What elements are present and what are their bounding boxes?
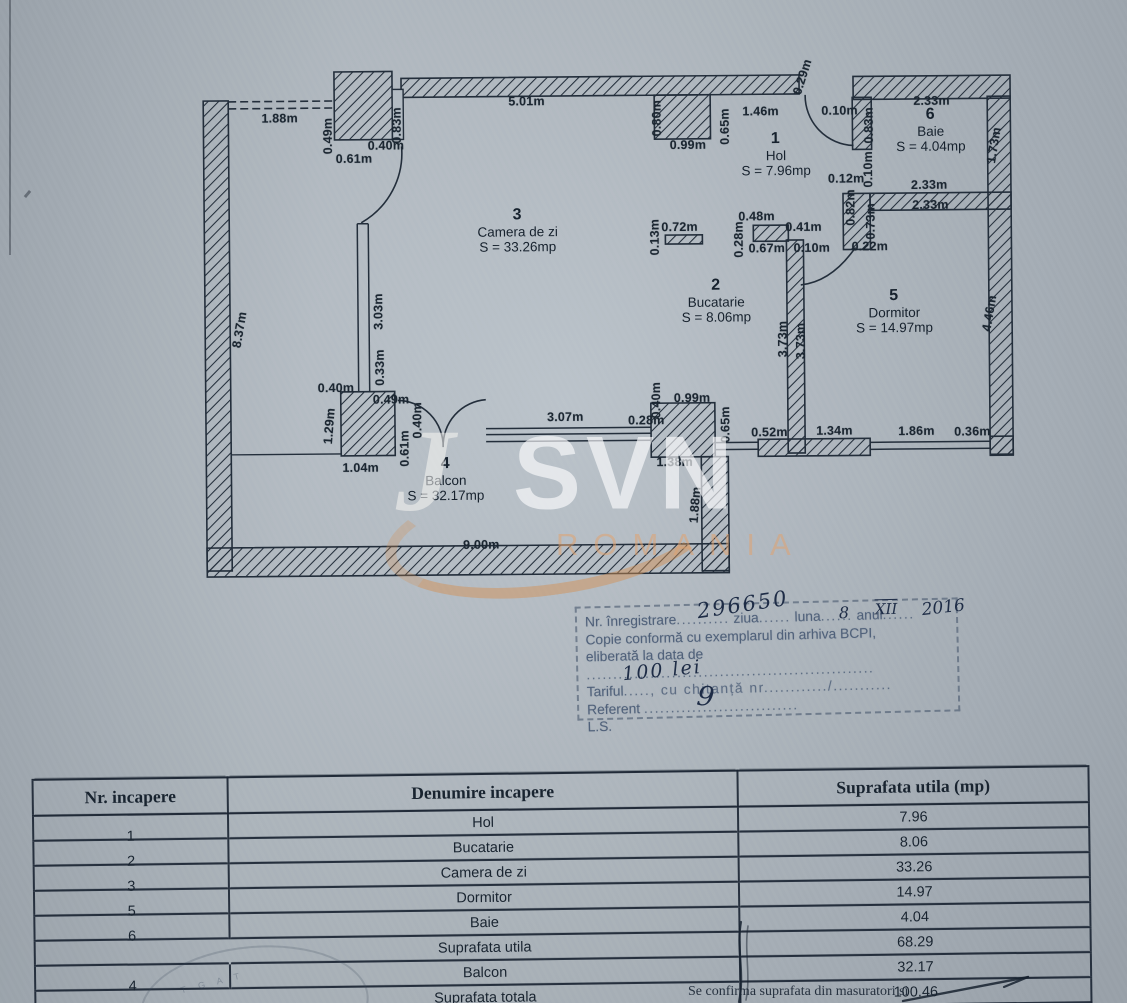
walls (202, 70, 1015, 578)
confirmation-note: Se confirma suprafata din masuratori si (688, 984, 909, 999)
registration-stamp: Nr. înregistrare.......... ziua...... lu… (574, 586, 966, 734)
handwritten-month: XII (874, 599, 898, 619)
floor-plan-drawing (202, 70, 1015, 578)
cell-number: 1 (32, 813, 229, 844)
windows-and-doors (228, 88, 991, 456)
handwritten-day: 8 (838, 602, 850, 623)
header-nr-incapere: Nr. incapere (32, 777, 228, 816)
handwritten-signature: 9 (695, 680, 716, 714)
header-suprafata: Suprafata utila (mp) (737, 766, 1089, 807)
page-edge-artifact (9, 0, 11, 255)
